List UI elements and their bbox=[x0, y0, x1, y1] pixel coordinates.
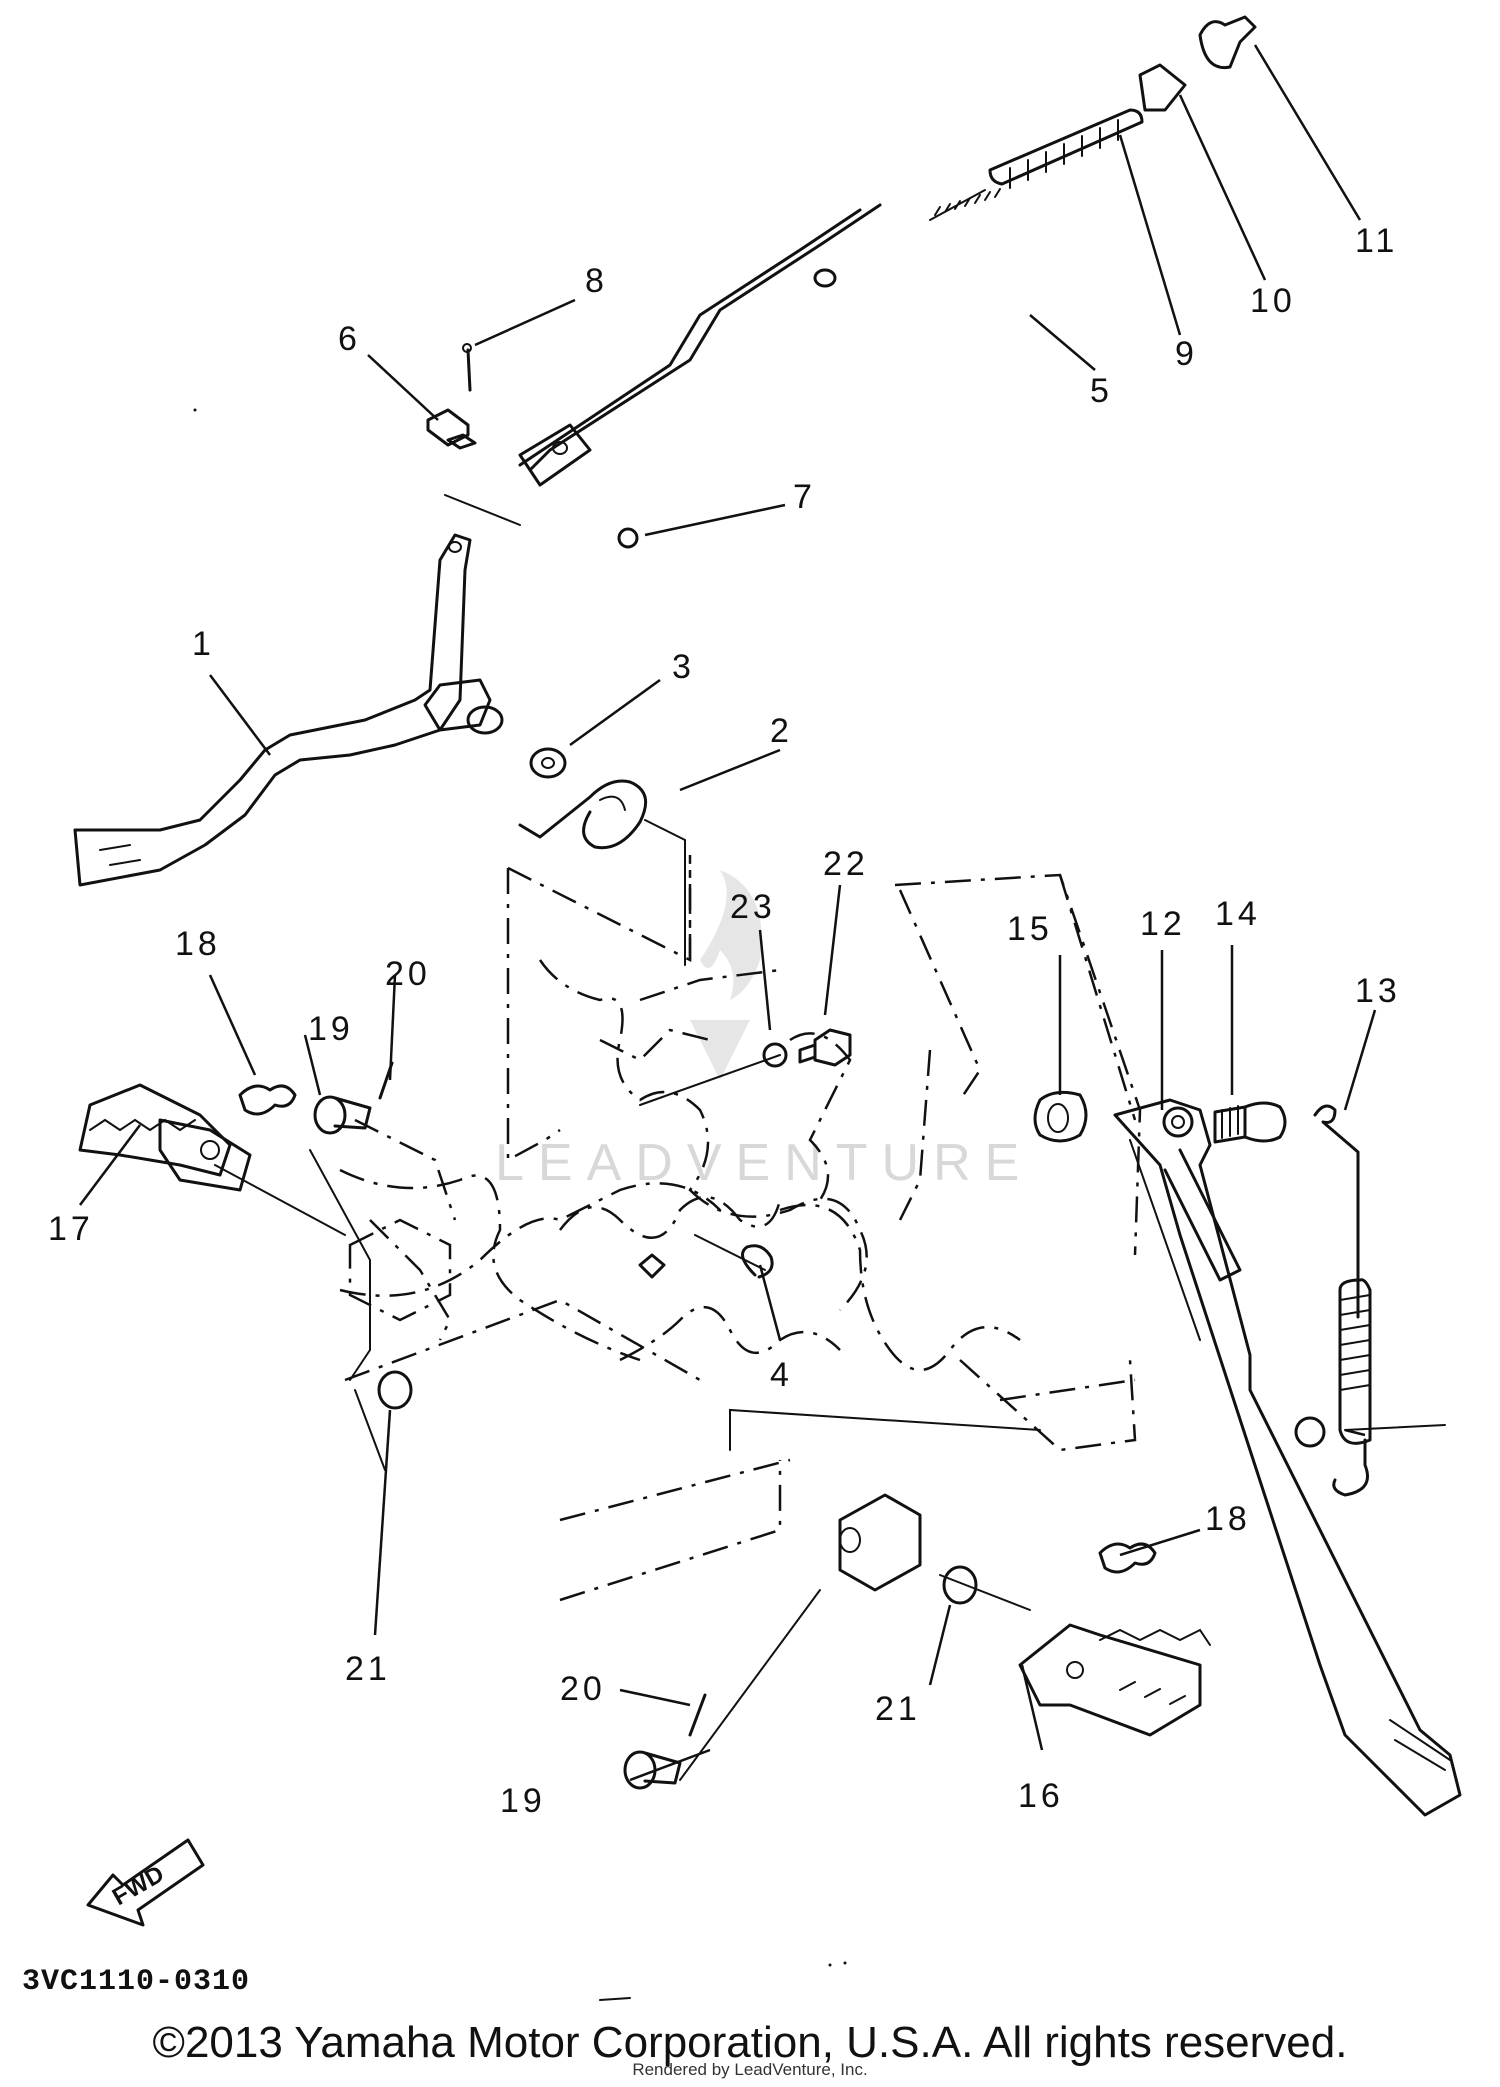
brake-rod bbox=[518, 188, 1001, 487]
footrest-spring-right bbox=[1098, 1542, 1157, 1574]
callout-12: 12 bbox=[1140, 905, 1186, 943]
callout-21: 21 bbox=[345, 1650, 391, 1688]
callout-20: 20 bbox=[385, 955, 431, 993]
brake-rod-pin bbox=[1138, 63, 1187, 112]
washer bbox=[529, 747, 567, 779]
callout-15: 15 bbox=[1007, 910, 1053, 948]
cotter-pin bbox=[462, 343, 472, 392]
callout-7: 7 bbox=[793, 478, 816, 516]
callout-10: 10 bbox=[1250, 282, 1296, 320]
callout-18: 18 bbox=[175, 925, 221, 963]
catalog-code: 3VC1110-0310 bbox=[22, 1965, 251, 1999]
callout-19: 19 bbox=[308, 1010, 354, 1048]
washer-right bbox=[942, 1565, 978, 1605]
footrest-left bbox=[78, 1083, 252, 1192]
callout-23: 23 bbox=[730, 888, 776, 926]
brake-pedal bbox=[73, 533, 504, 887]
footrest-right bbox=[1018, 1623, 1211, 1737]
brake-rod-spring bbox=[988, 108, 1144, 189]
callout-22: 22 bbox=[823, 845, 869, 883]
callout-9: 9 bbox=[1175, 335, 1198, 373]
fwd-label: FWD bbox=[108, 1860, 169, 1911]
watermark-text: LEADVENTURE bbox=[495, 1134, 1033, 1192]
callout-20b: 20 bbox=[560, 1670, 606, 1708]
collar bbox=[1033, 1090, 1088, 1143]
callout-5: 5 bbox=[1090, 372, 1113, 410]
joint-pin bbox=[426, 408, 477, 450]
callout-11: 11 bbox=[1355, 222, 1398, 260]
callout-17: 17 bbox=[48, 1210, 94, 1248]
leader-lines bbox=[79, 44, 1377, 1782]
callout-19b: 19 bbox=[500, 1782, 546, 1820]
callout-14: 14 bbox=[1215, 895, 1261, 933]
callout-4: 4 bbox=[770, 1356, 793, 1394]
rendered-by-notice: Rendered by LeadVenture, Inc. bbox=[632, 2060, 868, 2079]
footrest-spring-left bbox=[238, 1084, 297, 1116]
pedal-return-spring bbox=[518, 779, 648, 850]
nut-small bbox=[762, 1042, 788, 1068]
sidestand bbox=[1113, 1098, 1462, 1817]
callout-13: 13 bbox=[1355, 972, 1401, 1010]
sidestand-bolt bbox=[1213, 1101, 1287, 1144]
bolt bbox=[798, 1028, 852, 1067]
forward-arrow: FWD bbox=[86, 1838, 205, 1927]
washer-left bbox=[377, 1370, 413, 1410]
callout-16: 16 bbox=[1018, 1777, 1064, 1815]
nut bbox=[617, 527, 639, 549]
watermark: LEADVENTURE bbox=[495, 870, 1033, 1192]
sidestand-spring bbox=[1294, 1104, 1372, 1497]
callout-18b: 18 bbox=[1205, 1500, 1251, 1538]
footrest-pin-right bbox=[623, 1750, 682, 1790]
copyright-notice: ©2013 Yamaha Motor Corporation, U.S.A. A… bbox=[152, 2018, 1348, 2067]
callout-3: 3 bbox=[672, 648, 695, 686]
callout-8: 8 bbox=[585, 262, 608, 300]
callout-1: 1 bbox=[192, 625, 215, 663]
assembly-lines bbox=[214, 494, 1446, 1781]
scan-specks bbox=[193, 408, 847, 2001]
callout-labels: 1 2 3 4 5 6 7 8 9 10 11 12 13 14 15 16 1… bbox=[48, 222, 1401, 1820]
frame-outline bbox=[339, 855, 1142, 1602]
adjusting-nut bbox=[1198, 15, 1257, 70]
footrest-pin-left bbox=[313, 1095, 372, 1135]
callout-2: 2 bbox=[770, 712, 793, 750]
footrest-cotter-pin-right bbox=[688, 1693, 707, 1737]
callout-21b: 21 bbox=[875, 1690, 921, 1728]
callout-6: 6 bbox=[338, 320, 361, 358]
footrest-brackets bbox=[348, 1218, 922, 1592]
